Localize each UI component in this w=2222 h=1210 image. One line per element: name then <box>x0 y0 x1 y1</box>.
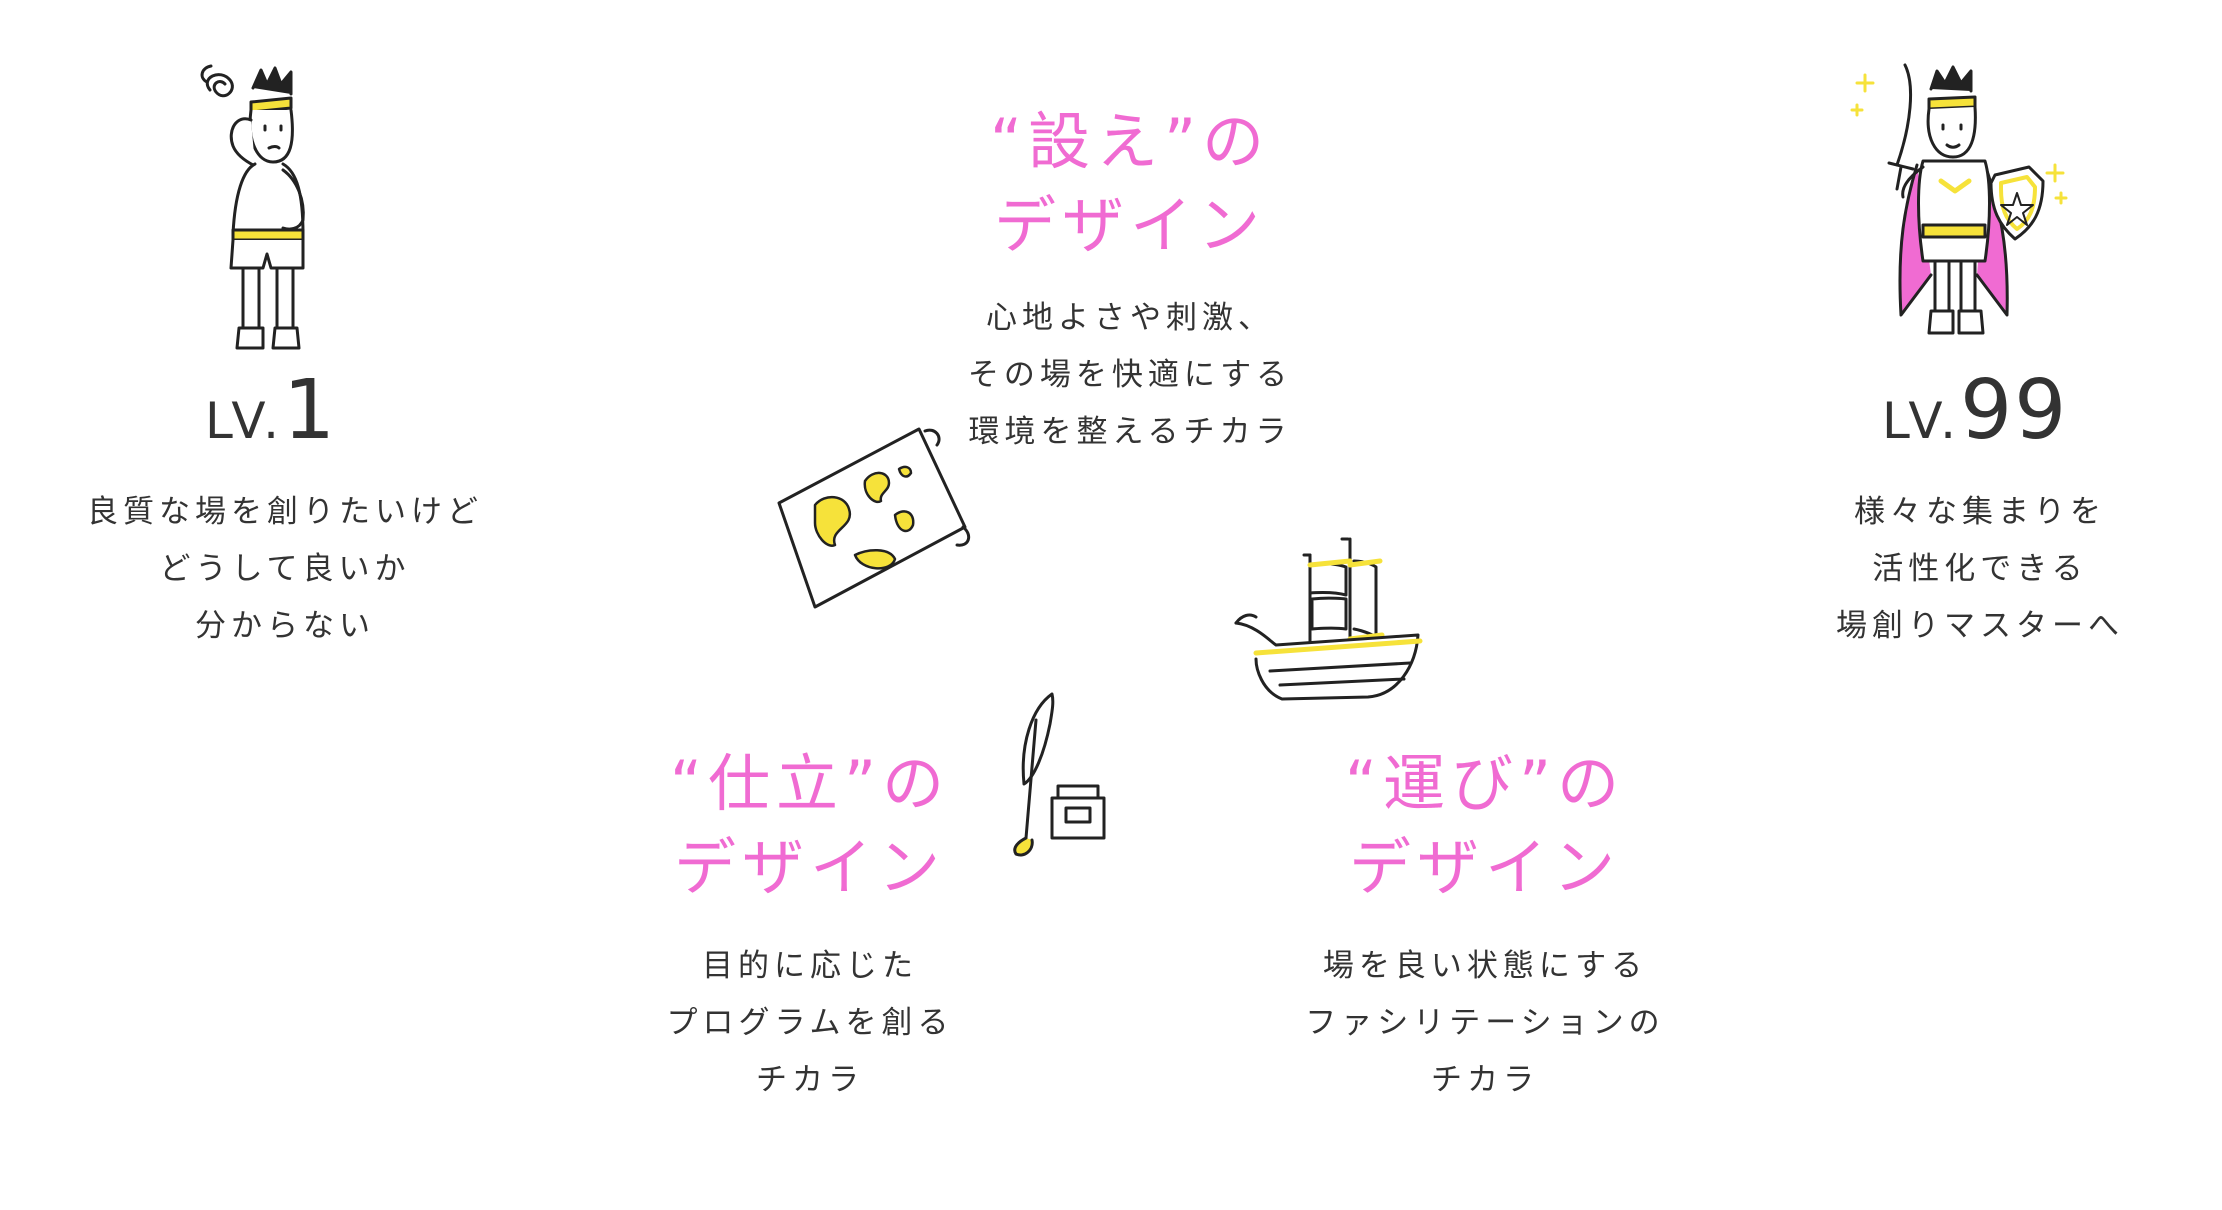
desc-line: その場を快適にする <box>967 357 1293 393</box>
section-heading-program: “仕立”の デザイン <box>560 742 1060 910</box>
beginner-hero-illustration <box>200 64 305 350</box>
section-description-facilitation: 場を良い状態にする ファシリテーションの チカラ <box>1235 938 1735 1109</box>
section-description-setup: 心地よさや刺激、 その場を快適にする 環境を整えるチカラ <box>880 290 1380 461</box>
desc-line: プログラムを創る <box>666 1005 954 1041</box>
level-prefix: LV. <box>205 392 284 450</box>
desc-line: 心地よさや刺激、 <box>986 300 1274 336</box>
level-label-beginner: LV.1 <box>205 370 337 452</box>
master-description: 様々な集まりを 活性化できる 場創りマスターへ <box>1735 484 2222 655</box>
desc-line: 様々な集まりを <box>1854 494 2106 530</box>
heading-line: デザイン <box>673 831 946 904</box>
section-heading-facilitation: “運び”の デザイン <box>1235 742 1735 910</box>
beginner-description: 良質な場を創りたいけど どうして良いか 分からない <box>40 484 530 655</box>
heading-line: “運び”の <box>1344 747 1626 820</box>
desc-line: チカラ <box>756 1062 864 1098</box>
desc-line: チカラ <box>1431 1062 1539 1098</box>
level-number: 1 <box>283 363 338 458</box>
desc-line: 環境を整えるチカラ <box>968 414 1292 450</box>
desc-line: 分からない <box>195 608 375 644</box>
desc-line: 活性化できる <box>1872 551 2088 587</box>
ship-icon <box>1234 537 1423 701</box>
desc-line: 場創りマスターへ <box>1836 608 2124 644</box>
master-hero-illustration <box>1850 63 2068 335</box>
level-label-master: LV.99 <box>1882 370 2068 452</box>
level-number: 99 <box>1960 363 2069 458</box>
heading-line: “仕立”の <box>669 747 951 820</box>
desc-line: ファシリテーションの <box>1305 1005 1665 1041</box>
level-prefix: LV. <box>1882 392 1961 450</box>
section-heading-setup: “設え”の デザイン <box>880 100 1380 268</box>
heading-line: デザイン <box>993 189 1266 262</box>
desc-line: 場を良い状態にする <box>1322 948 1648 984</box>
desc-line: 目的に応じた <box>702 948 918 984</box>
desc-line: どうして良いか <box>159 551 411 587</box>
desc-line: 良質な場を創りたいけど <box>87 494 483 530</box>
treasure-map-icon <box>777 427 971 609</box>
heading-line: “設え”の <box>989 105 1271 178</box>
heading-line: デザイン <box>1348 831 1621 904</box>
section-description-program: 目的に応じた プログラムを創る チカラ <box>560 938 1060 1109</box>
quill-and-ink-icon <box>1013 692 1106 857</box>
